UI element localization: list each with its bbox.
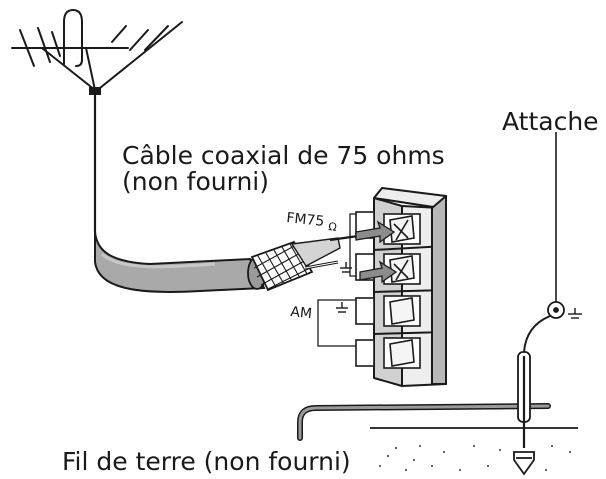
terminal-slots: [355, 211, 421, 369]
attache-label: Attache: [502, 107, 599, 136]
cable-label-line2: (non fourni): [122, 167, 269, 196]
ground-wire: [297, 403, 551, 441]
ground-wire-label: Fil de terre (non fourni): [62, 447, 351, 476]
ground-symbol-attache: [568, 308, 582, 319]
center-conductor: [329, 234, 359, 242]
terminal-brackets: [317, 213, 356, 347]
fm-antenna: [11, 8, 183, 234]
coaxial-cable: [94, 231, 359, 293]
antenna-junction: [89, 87, 101, 95]
ground-symbol-am: [336, 302, 348, 313]
fm-unit-symbol: Ω: [328, 220, 338, 234]
am-slot-1: [355, 295, 421, 327]
fm-terminal-label: FM75: [286, 210, 325, 230]
am-slot-2: [355, 337, 421, 369]
ground-rod: [513, 132, 565, 476]
am-terminal-label: AM: [290, 304, 313, 322]
soil-dots: [378, 444, 572, 472]
ground-symbol-fm: [340, 262, 352, 273]
cable-label-line1: Câble coaxial de 75 ohms: [122, 141, 445, 170]
insert-arrow-2: [359, 260, 398, 284]
insert-arrow-1: [355, 220, 396, 244]
